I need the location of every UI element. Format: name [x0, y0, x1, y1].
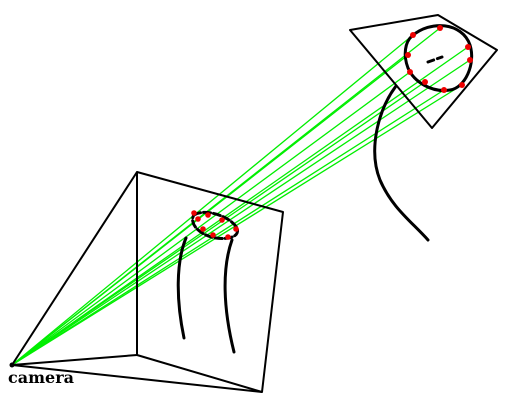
image-feature-point: [200, 226, 206, 232]
projection-ray: [11, 84, 463, 366]
image-hanging-curve-left: [176, 236, 188, 340]
image-plane-outline: [136, 171, 284, 393]
camera-frustum: [11, 171, 263, 393]
image-feature-point: [205, 212, 211, 218]
image-plane: [136, 171, 284, 393]
image-feature-point: [195, 216, 201, 222]
camera-center: [9, 362, 15, 368]
object-curves: [373, 24, 474, 242]
object-feature-point: [437, 25, 443, 31]
object-plane: [349, 14, 498, 129]
projection-ray: [11, 54, 409, 366]
object-plane-outline: [349, 14, 498, 129]
object-feature-point: [405, 52, 411, 58]
projection-ray: [11, 81, 426, 366]
projection-ray: [11, 46, 469, 366]
camera-label: camera: [8, 368, 75, 387]
object-hanging-curve: [373, 84, 430, 242]
image-feature-point: [191, 210, 197, 216]
image-feature-point: [233, 226, 239, 232]
image-ring: [191, 210, 240, 240]
object-ring: [403, 24, 474, 92]
projection-rays: [11, 27, 471, 366]
image-feature-point: [225, 234, 231, 240]
object-feature-point: [422, 79, 428, 85]
image-curves: [176, 210, 240, 354]
projection-ray: [11, 59, 471, 366]
object-feature-points: [405, 25, 473, 93]
image-hanging-curve-right: [223, 238, 236, 354]
object-feature-point: [467, 57, 473, 63]
object-feature-point: [407, 69, 413, 75]
image-feature-point: [210, 232, 216, 238]
projection-ray: [11, 89, 445, 366]
frustum-edge-near: [11, 354, 138, 366]
image-feature-point: [219, 217, 225, 223]
object-feature-point: [465, 44, 471, 50]
object-feature-point: [410, 32, 416, 38]
object-ring-dash: [426, 55, 444, 64]
object-feature-point: [459, 82, 465, 88]
frustum-edge-top: [11, 171, 138, 366]
projection-ray: [11, 34, 414, 366]
image-feature-points: [191, 210, 239, 240]
projection-ray: [11, 71, 411, 366]
frustum-edge-bottom: [11, 364, 263, 393]
object-feature-point: [441, 87, 447, 93]
